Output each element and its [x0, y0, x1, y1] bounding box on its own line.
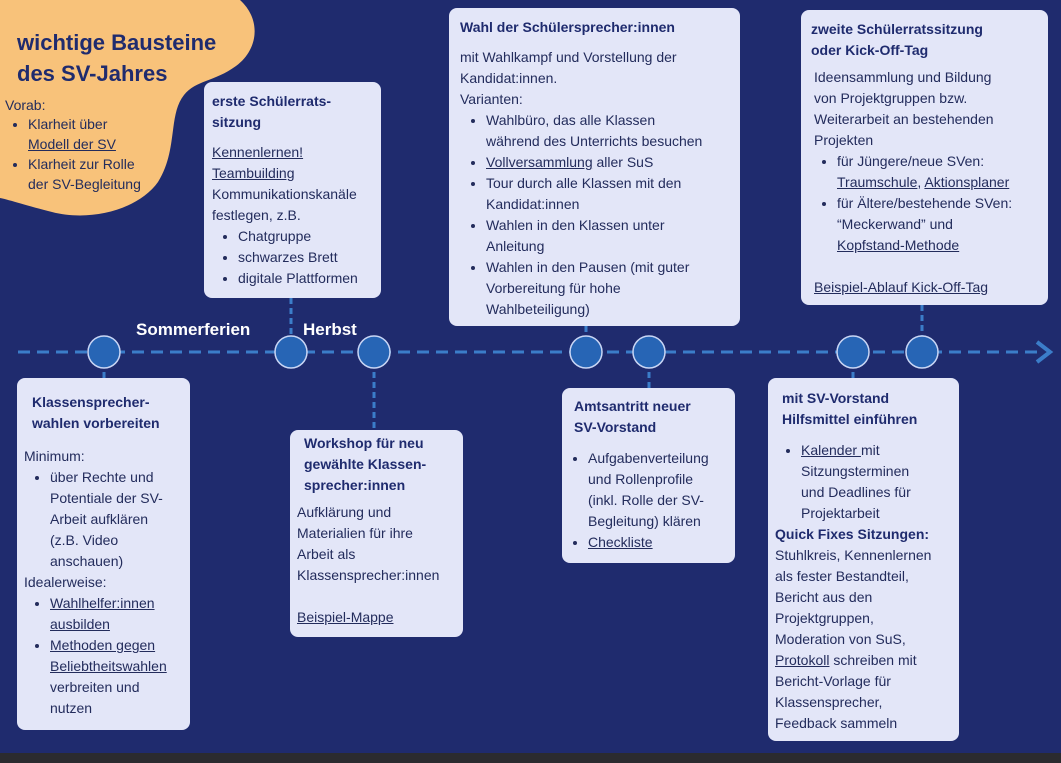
timeline-node — [274, 335, 308, 369]
kennenlernen-link[interactable]: Kennenlernen! — [212, 144, 304, 160]
card-title: Klassensprecher-wahlen vorbereiten — [32, 394, 160, 431]
kalender-link[interactable]: Kalender — [801, 442, 861, 458]
kick-off-tag-link[interactable]: Beispiel-Ablauf Kick-Off-Tag — [814, 279, 989, 295]
quick-fixes-heading: Quick Fixes Sitzungen: — [775, 526, 930, 542]
bottom-bar — [0, 753, 1061, 763]
card-first-council-meeting: erste Schülerrats-sitzung Kennenlernen! … — [204, 82, 381, 298]
kopfstand-methode-link[interactable]: Kopfstand-Methode — [837, 237, 960, 253]
intro-pre-label: Vorab: — [5, 97, 46, 113]
list-item: digitale Plattformen — [238, 268, 373, 289]
season-label-autumn: Herbst — [303, 320, 357, 339]
card-class-rep-election-prep: Klassensprecher-wahlen vorbereiten Minim… — [17, 378, 190, 730]
list-item: Methoden gegenBeliebtheitswahlenverbreit… — [50, 635, 182, 719]
timeline-node — [905, 335, 939, 369]
timeline-node — [357, 335, 391, 369]
checkliste-link[interactable]: Checkliste — [588, 534, 653, 550]
vollversammlung-link[interactable]: Vollversammlung — [486, 154, 593, 170]
channel-list: Chatgruppe schwarzes Brett digitale Plat… — [212, 226, 373, 289]
aktionsplaner-link[interactable]: Aktionsplaner — [924, 174, 1010, 190]
modell-der-sv-link[interactable]: Modell der SV — [28, 136, 116, 152]
teambuilding-link[interactable]: Teambuilding — [212, 165, 295, 181]
season-label-summer: Sommerferien — [136, 320, 251, 339]
list-item: für Jüngere/neue SVen:Traumschule, Aktio… — [837, 151, 1040, 193]
intro-blob — [0, 0, 255, 216]
timeline-node — [87, 335, 121, 369]
protokoll-link[interactable]: Protokoll — [775, 652, 830, 668]
traumschule-link[interactable]: Traumschule — [837, 174, 918, 190]
beispiel-mappe-link[interactable]: Beispiel-Mappe — [297, 609, 394, 625]
timeline-node — [569, 335, 603, 369]
card-title: Wahl der Schülersprecher:innen — [460, 19, 675, 35]
timeline-arrow-icon — [1035, 340, 1054, 364]
timeline-node — [632, 335, 666, 369]
list-item: Chatgruppe — [238, 226, 373, 247]
list-item: Tour durch alle Klassen mit denKandidat:… — [486, 173, 732, 215]
list-item: schwarzes Brett — [238, 247, 373, 268]
list-item: Vollversammlung aller SuS — [486, 152, 732, 173]
card-title: erste Schülerrats-sitzung — [212, 93, 332, 130]
card-student-rep-election: Wahl der Schülersprecher:innen mit Wahlk… — [449, 8, 740, 326]
timeline-node — [836, 335, 870, 369]
list-item: Checkliste — [588, 532, 727, 553]
list-item: für Ältere/bestehende SVen:“Meckerwand” … — [837, 193, 1040, 256]
methods-list: für Jüngere/neue SVen:Traumschule, Aktio… — [811, 151, 1040, 256]
list-item: Wahlen in den Pausen (mit guterVorbereit… — [486, 257, 732, 320]
